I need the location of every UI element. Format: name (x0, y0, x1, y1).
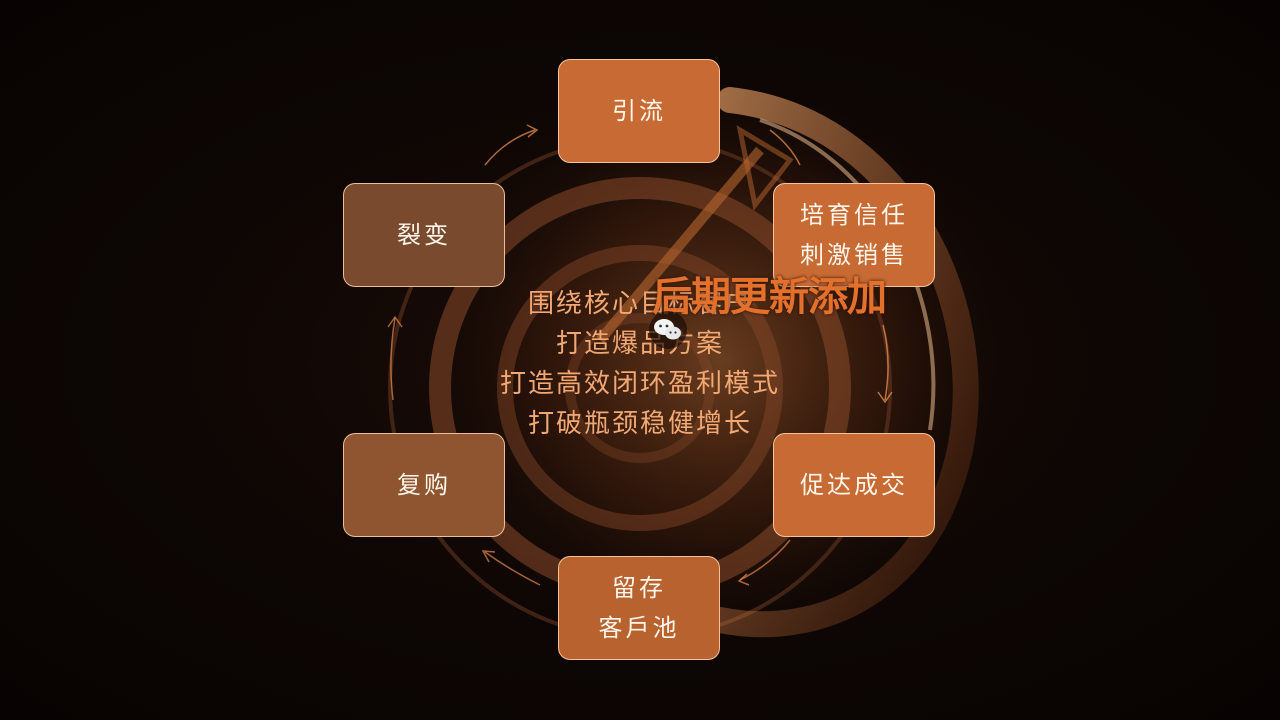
node-yinliu: 引流 (558, 59, 720, 163)
node-peiyu-line1: 培育信任 (800, 201, 908, 229)
bullseye-ring (565, 313, 715, 463)
watermark-text: 后期更新添加 (652, 274, 887, 320)
node-liebian-label: 裂变 (397, 221, 451, 249)
node-liucun-line2: 客戶池 (598, 614, 680, 642)
node-fugou: 复购 (343, 433, 505, 537)
node-yinliu-label: 引流 (612, 97, 666, 125)
connector-cuda-to-liucun (739, 539, 791, 581)
inner-target-ring (497, 245, 783, 531)
node-cuda-label: 促达成交 (800, 471, 908, 499)
wechat-icon (649, 311, 687, 349)
arrowhead-3 (877, 391, 893, 404)
arrow-shaft (596, 146, 764, 344)
node-liebian: 裂变 (343, 183, 505, 287)
connector-yinliu-to-peiyu (769, 129, 801, 166)
connector-peiyu-to-cuda (882, 324, 889, 401)
connector-fugou-to-liebian (390, 317, 396, 401)
center-line-4: 打破瓶颈稳健增长 (527, 409, 752, 439)
arrowhead-5 (481, 550, 496, 563)
node-liucun-line1: 留存 (612, 574, 666, 602)
center-line-1: 围绕核心目标客户 (527, 289, 752, 319)
center-statement: 围绕核心目标客户 打造爆品方案 打造高效闭环盈利模式 打破瓶颈稳健增长 (440, 284, 840, 444)
arrow-fletching (736, 124, 794, 211)
orange-swirl-arc (707, 87, 979, 638)
connector-liucun-to-fugou (484, 551, 541, 586)
node-cuda-chengjiao: 促达成交 (773, 433, 935, 537)
center-line-3: 打造高效闭环盈利模式 (499, 369, 780, 399)
arrowhead-1 (526, 124, 539, 138)
node-fugou-label: 复购 (397, 471, 451, 499)
arrowhead-6 (387, 315, 403, 328)
node-peiyu-line2: 刺激销售 (800, 241, 908, 269)
node-peiyu-cijie: 培育信任 刺激销售 (773, 183, 935, 287)
connector-liebian-to-yinliu (484, 129, 536, 166)
node-liucun: 留存 客戶池 (558, 556, 720, 660)
arrowhead-4 (737, 573, 750, 586)
center-line-2: 打造爆品方案 (555, 329, 724, 359)
